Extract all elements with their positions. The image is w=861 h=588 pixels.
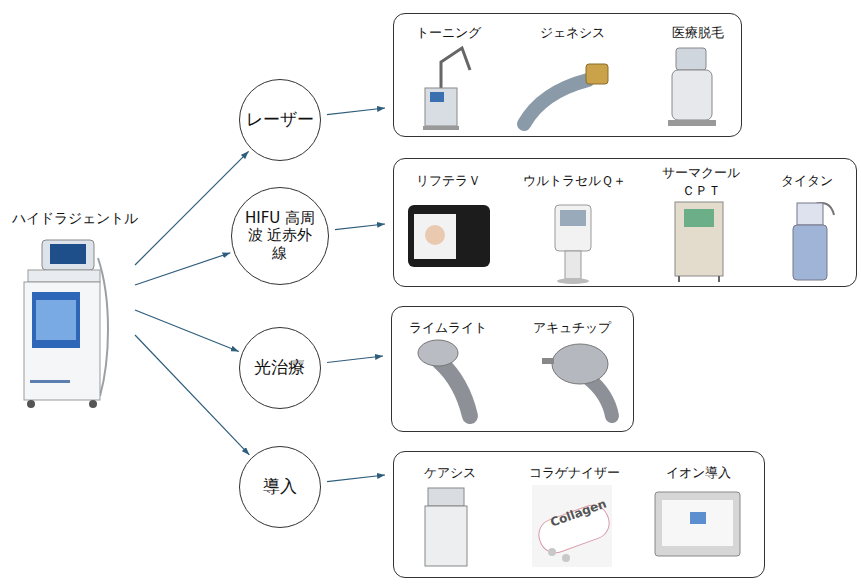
- thermage-illustration: [675, 202, 723, 282]
- collagenizer-illustration: [532, 485, 614, 567]
- device-panel: トーニング ジェネシス 医療脱毛: [393, 13, 742, 137]
- category-label: 光治療: [245, 358, 315, 378]
- handpiece: [588, 378, 612, 416]
- hair-removal-illustration: [668, 48, 716, 126]
- ultracel-head: [555, 205, 591, 251]
- titan-head: [797, 203, 823, 225]
- thermage-screen: [684, 209, 714, 227]
- face-picture: [425, 225, 445, 245]
- device-stripe: [30, 380, 70, 383]
- device-name: ジェネシス: [540, 24, 605, 42]
- electrode: [548, 548, 556, 556]
- handpiece-tip: [542, 358, 554, 364]
- device-screen: [50, 244, 86, 264]
- connector-arrow: [135, 253, 230, 285]
- category-label: HIFU 高周波 近赤外線: [244, 210, 316, 262]
- toning-illustration: [423, 48, 470, 130]
- machine-body: [672, 70, 712, 120]
- genesis-illustration: [524, 64, 608, 124]
- ultracel-illustration: [555, 205, 591, 284]
- case: [655, 492, 740, 556]
- laser-screen: [430, 92, 444, 102]
- device-name: ライムライト: [409, 319, 487, 337]
- device-tank: [32, 292, 80, 348]
- connector-arrow: [327, 475, 385, 482]
- category-circle: レーザー: [239, 79, 322, 162]
- leg: [678, 276, 680, 282]
- device-name: リフテラＶ: [416, 172, 481, 190]
- connector-arrow: [135, 335, 249, 455]
- device-tray: [28, 270, 100, 282]
- machine-body: [425, 506, 467, 566]
- handpiece-tip: [586, 64, 608, 84]
- connector-arrow: [335, 224, 385, 230]
- category-circle: 導入: [239, 446, 322, 529]
- device-name: サーマクール ＣＰＴ: [655, 164, 747, 199]
- device-title: ハイドラジェントル: [3, 210, 147, 228]
- device-name: タイタン: [781, 172, 833, 190]
- device-head: [42, 240, 94, 270]
- case-inner: [662, 500, 733, 546]
- handpiece-head: [418, 340, 458, 366]
- connector-arrow: [135, 310, 239, 352]
- device-name: トーニング: [416, 24, 481, 42]
- ion-illustration: [655, 492, 740, 556]
- device-name: ウルトラセルＱ＋: [523, 172, 626, 190]
- device-panel: ライムライト アキュチップ: [391, 306, 634, 432]
- laser-arm: [441, 48, 470, 88]
- category-circle: HIFU 高周波 近赤外線: [231, 187, 330, 286]
- device-body: [24, 282, 100, 400]
- category-circle: 光治療: [239, 327, 322, 410]
- titan-body: [793, 225, 827, 280]
- handpiece: [524, 80, 588, 124]
- liftera-body: [408, 205, 490, 267]
- careasis-illustration: [425, 488, 467, 566]
- device-panel: リフテラＶ ウルトラセルＱ＋ サーマクール ＣＰＴ タイタン: [393, 158, 857, 287]
- ion-unit: [690, 512, 706, 524]
- machine-head: [676, 48, 706, 70]
- machine-base: [668, 120, 716, 126]
- category-label: 導入: [245, 477, 315, 497]
- handpiece: [440, 362, 470, 416]
- laser-body: [425, 88, 457, 126]
- titan-illustration: [793, 203, 834, 280]
- machine-head: [428, 488, 464, 506]
- handpiece-head: [552, 344, 608, 384]
- electrode: [562, 554, 570, 562]
- connector-arrow: [327, 356, 383, 363]
- accutip-illustration: [542, 344, 612, 416]
- device-tank-inner: [36, 300, 76, 340]
- leg: [718, 276, 720, 282]
- device-name: 医療脱毛: [672, 24, 724, 42]
- ultracel-screen: [560, 210, 586, 226]
- limelight-illustration: [418, 340, 470, 416]
- liftera-screen: [414, 214, 456, 259]
- ultracel-stand: [565, 251, 581, 279]
- device-name: ケアシス: [424, 464, 476, 482]
- device-name: コラゲナイザー: [529, 464, 620, 482]
- liftera-illustration: [408, 205, 490, 267]
- connector-arrow: [327, 108, 385, 115]
- laser-base: [423, 126, 459, 130]
- thermage-body: [675, 202, 723, 276]
- device-illustration: [24, 240, 108, 408]
- device-node: ハイドラジェントル: [3, 208, 147, 415]
- device-name: イオン導入: [666, 464, 731, 482]
- wheel: [89, 400, 97, 408]
- category-label: レーザー: [245, 110, 315, 130]
- wheel: [27, 400, 35, 408]
- ultracel-base: [557, 278, 589, 284]
- device-name: アキュチップ: [533, 319, 611, 337]
